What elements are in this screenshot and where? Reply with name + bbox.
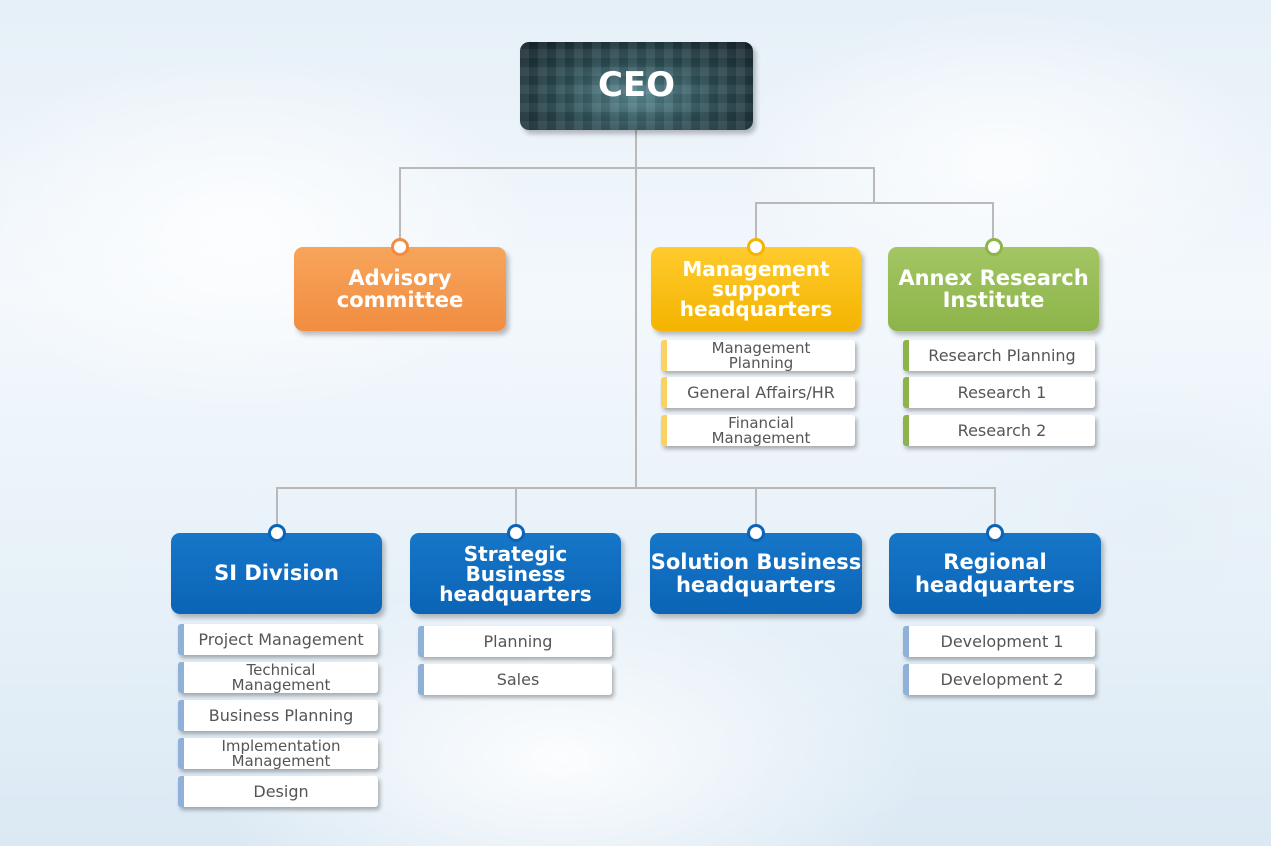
management-support-box: Management support headquarters	[651, 238, 861, 331]
sub-label: Project Management	[198, 629, 364, 649]
advisory-line2: committee	[336, 288, 464, 312]
planning-item: Planning	[418, 626, 612, 657]
connector-dot	[747, 238, 765, 256]
financial-management-item: Financial Management	[661, 415, 855, 446]
advisory-line1: Advisory	[348, 265, 452, 290]
annex-research-line2: Institute	[942, 288, 1045, 312]
connector-dot	[986, 524, 1004, 542]
strategic-line1: Strategic	[463, 541, 568, 566]
lower-branch-line	[276, 487, 996, 525]
management-planning-item: Management Planning	[661, 340, 855, 371]
implementation-management-item: Implementation Management	[178, 738, 378, 769]
management-support-line1: Management	[682, 257, 830, 281]
technical-management-item: Technical Management	[178, 662, 378, 693]
connector-dot	[391, 238, 409, 256]
research-2-item: Research 2	[903, 415, 1095, 446]
strategic-line3: headquarters	[439, 581, 592, 606]
regional-line2: headquarters	[914, 572, 1076, 597]
annex-research-line1: Annex Research	[898, 265, 1089, 290]
general-affairs-item: General Affairs/HR	[661, 377, 855, 408]
regional-box: Regional headquarters	[889, 524, 1101, 614]
upper-branch-line	[399, 167, 875, 240]
sub-label: Research 2	[957, 420, 1047, 440]
sub-line1: Financial	[728, 413, 794, 432]
sub-line2: Management	[231, 675, 331, 694]
sub-label: Sales	[496, 669, 540, 689]
solution-business-box: Solution Business headquarters	[650, 524, 862, 614]
connector-dot	[747, 524, 765, 542]
ceo-label: CEO	[597, 65, 676, 106]
sub-label: Business Planning	[208, 705, 354, 725]
sub-label: Development 2	[940, 669, 1064, 689]
sub-label: Research Planning	[928, 345, 1076, 365]
sub-line1: General Affairs/HR	[687, 382, 835, 402]
management-support-line2: support	[712, 277, 800, 301]
si-division-box: SI Division	[171, 524, 382, 614]
sub-label: Development 1	[940, 631, 1064, 651]
sub-line1: Implementation	[221, 736, 341, 755]
research-planning-item: Research Planning	[903, 340, 1095, 371]
annex-research-box: Annex Research Institute	[888, 238, 1099, 331]
upper-right-branch-line	[755, 202, 994, 240]
si-division-label: SI Division	[214, 561, 339, 586]
connector-dot	[267, 524, 286, 542]
solution-line1: Solution Business	[650, 550, 862, 575]
development-1-item: Development 1	[903, 626, 1095, 657]
connector-dot	[984, 238, 1003, 256]
sub-line1: Technical	[246, 660, 316, 679]
connector-dot	[506, 524, 525, 542]
solution-line2: headquarters	[675, 572, 837, 597]
sub-label: Research 1	[957, 382, 1047, 402]
project-management-item: Project Management	[178, 624, 378, 655]
advisory-committee-box: Advisory committee	[294, 238, 506, 331]
sub-line1: Management	[711, 338, 811, 357]
strategic-business-box: Strategic Business headquarters	[410, 524, 621, 614]
sub-label: Planning	[483, 631, 553, 651]
sales-item: Sales	[418, 664, 612, 695]
sub-line2: Management	[231, 751, 331, 770]
sub-line2: Planning	[728, 353, 794, 372]
management-support-line3: headquarters	[679, 297, 833, 321]
development-2-item: Development 2	[903, 664, 1095, 695]
strategic-line2: Business	[465, 561, 566, 586]
research-1-item: Research 1	[903, 377, 1095, 408]
sub-label: Design	[253, 781, 309, 801]
business-planning-item: Business Planning	[178, 700, 378, 731]
design-item: Design	[178, 776, 378, 807]
sub-line2: Management	[711, 428, 811, 447]
regional-line1: Regional	[943, 550, 1047, 575]
ceo-box: CEO	[520, 42, 753, 130]
